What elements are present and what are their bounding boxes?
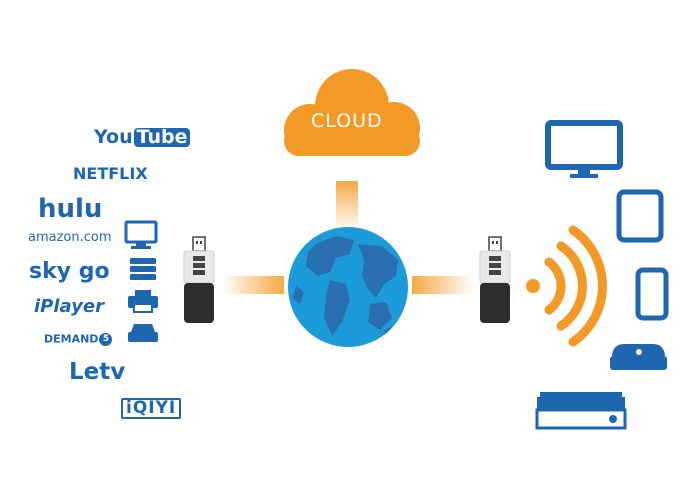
wifi-signal-icon xyxy=(526,225,607,347)
youtube-logo-tube: Tube xyxy=(133,128,191,147)
netflix-logo: NETFLIX xyxy=(73,164,148,183)
server-icon xyxy=(130,258,156,280)
connector-left xyxy=(222,276,284,294)
storage-icon xyxy=(128,324,158,342)
iplayer-logo: iPlayer xyxy=(34,296,104,317)
set-top-box-icon xyxy=(610,344,667,370)
demand5-logo-text: DEMAND xyxy=(44,332,99,346)
skygo-logo: sky go xyxy=(29,259,110,284)
phone-icon xyxy=(635,267,669,321)
printer-icon xyxy=(128,290,158,313)
connector-up xyxy=(336,181,358,225)
tablet-icon xyxy=(616,189,664,243)
youtube-logo-you: You xyxy=(94,126,133,148)
usb-dongle-right-icon xyxy=(479,236,511,323)
cloud-icon xyxy=(284,69,420,156)
demand5-logo-badge: 5 xyxy=(99,333,113,346)
game-console-icon xyxy=(535,392,627,430)
globe-icon xyxy=(288,227,408,347)
iqiyi-logo: iQIYI xyxy=(121,398,182,419)
hulu-logo: hulu xyxy=(38,194,103,224)
usb-dongle-left-icon xyxy=(183,236,215,323)
desktop-monitor-icon xyxy=(545,120,623,178)
letv-logo: Letv xyxy=(69,359,126,385)
monitor-icon xyxy=(124,220,158,249)
cloud-label: CLOUD xyxy=(311,110,383,132)
connector-right xyxy=(412,276,474,294)
amazon-logo: amazon.com xyxy=(28,230,112,245)
iqiyi-logo-text: iQIYI xyxy=(121,398,182,419)
